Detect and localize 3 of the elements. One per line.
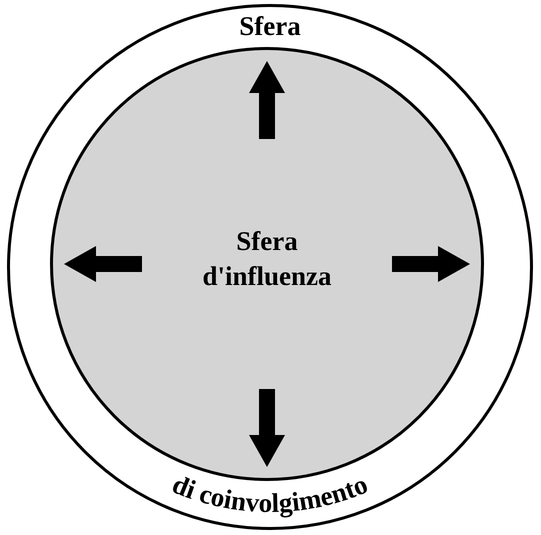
curved-label: di coinvolgimento (168, 468, 372, 518)
circle-label: Sfera d'influenza (201, 224, 333, 293)
circle-label: Sfera (239, 13, 301, 40)
